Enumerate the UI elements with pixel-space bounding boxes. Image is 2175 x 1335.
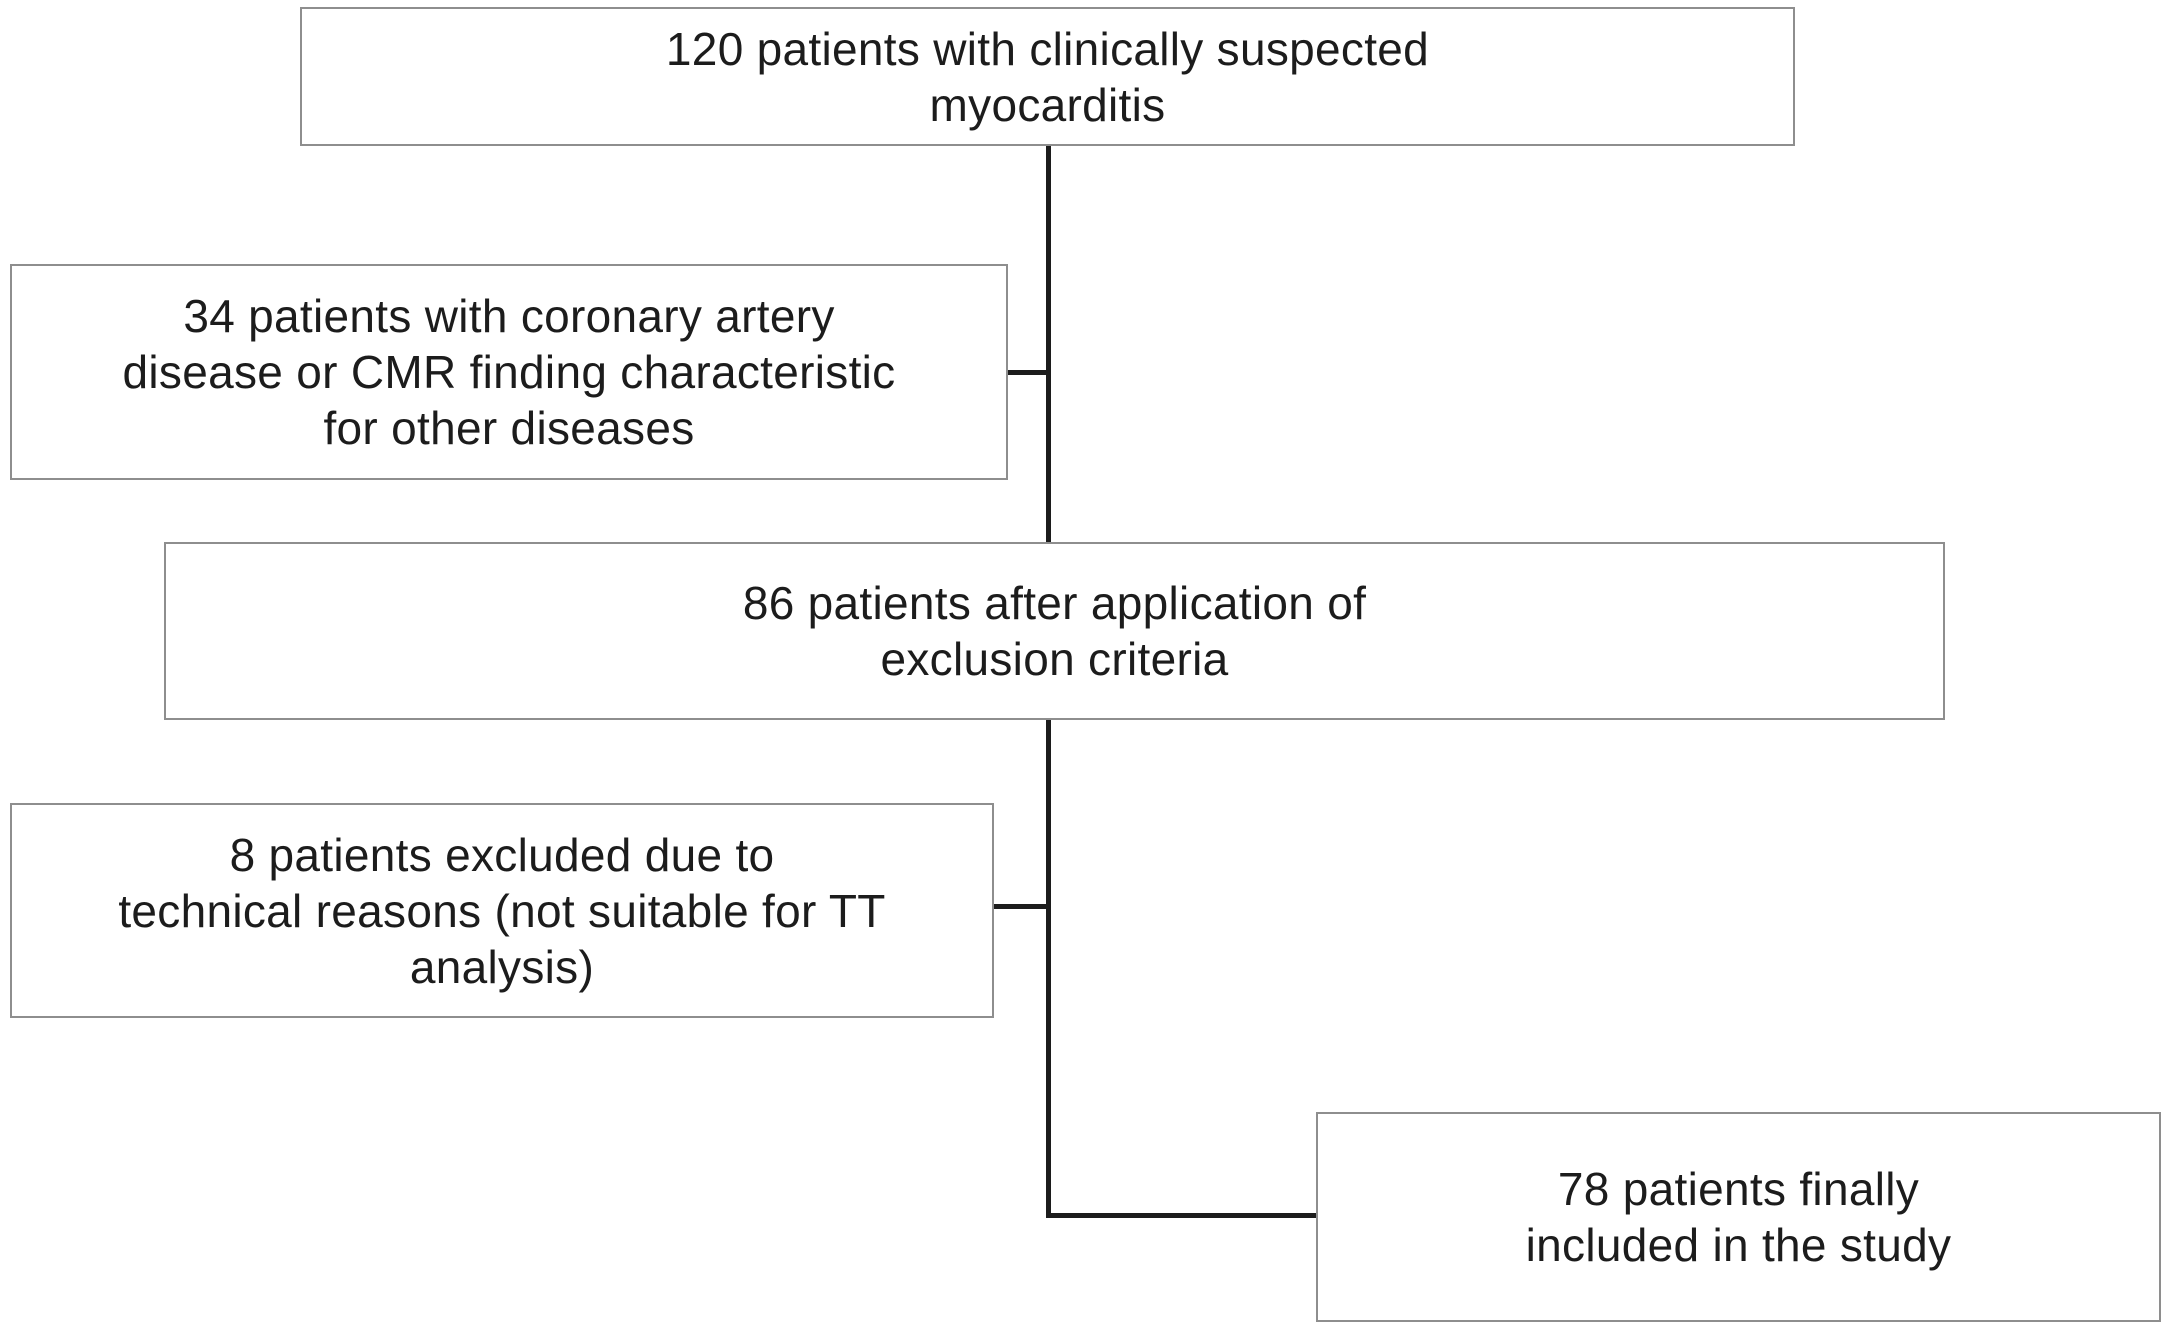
connector-branch-excluded-cad xyxy=(1004,370,1050,375)
flow-box-excluded-coronary-artery-disease: 34 patients with coronary artery disease… xyxy=(10,264,1008,480)
flow-box-after-exclusion-criteria: 86 patients after application of exclusi… xyxy=(164,542,1945,720)
connector-suspected-to-after-exclusion xyxy=(1046,146,1051,544)
flow-box-excluded-technical-label: 8 patients excluded due to technical rea… xyxy=(118,828,886,993)
flow-box-included-label: 78 patients finally included in the stud… xyxy=(1525,1163,1952,1271)
flow-box-suspected-label: 120 patients with clinically suspected m… xyxy=(665,22,1430,131)
flow-box-after-exclusion-label: 86 patients after application of exclusi… xyxy=(742,577,1367,685)
connector-after-exclusion-down xyxy=(1046,718,1051,1218)
flow-box-included-in-study: 78 patients finally included in the stud… xyxy=(1316,1112,2161,1322)
flow-box-suspected-myocarditis: 120 patients with clinically suspected m… xyxy=(300,7,1795,146)
connector-branch-excluded-technical xyxy=(992,904,1050,909)
flow-box-excluded-cad-label: 34 patients with coronary artery disease… xyxy=(122,290,896,454)
flow-box-excluded-technical-reasons: 8 patients excluded due to technical rea… xyxy=(10,803,994,1018)
connector-elbow-to-included xyxy=(1046,1213,1318,1218)
